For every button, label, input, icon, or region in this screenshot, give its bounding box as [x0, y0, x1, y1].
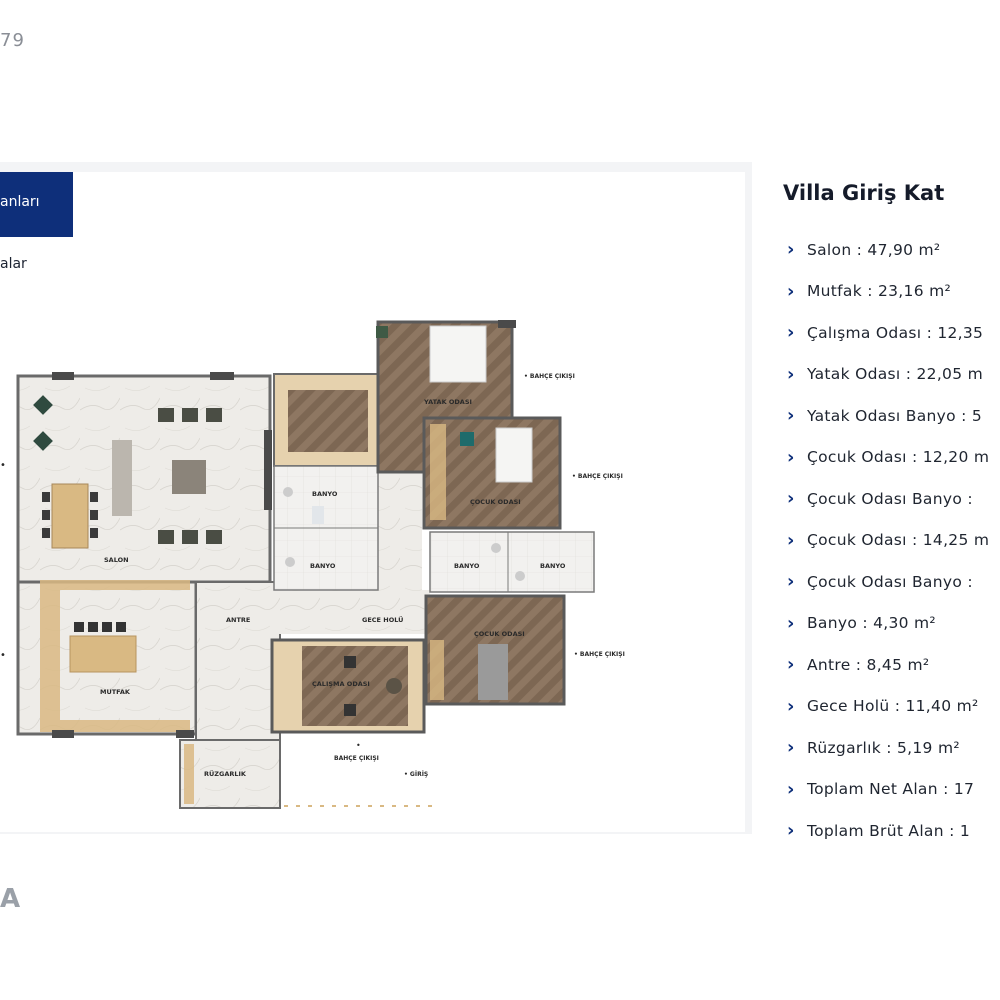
room-area-list: › Salon : 47,90 m² › Mutfak : 23,16 m² › Ça… [787, 229, 1000, 852]
list-item: › Çocuk Odası Banyo : [787, 478, 1000, 520]
label-banyo-2: BANYO [310, 562, 336, 570]
chevron-right-icon: › [787, 820, 795, 842]
label-bahce-cikisi-1: • BAHÇE ÇIKIŞI [524, 373, 575, 380]
list-item: › Çocuk Odası : 12,20 m [787, 437, 1000, 479]
chevron-right-icon: › [787, 363, 795, 385]
label-yatak-odasi: YATAK ODASI [423, 398, 472, 406]
chevron-right-icon: › [787, 695, 795, 717]
list-item: › Toplam Net Alan : 17 [787, 769, 1000, 811]
chevron-right-icon: › [787, 529, 795, 551]
svg-text:•: • [0, 460, 6, 471]
salon-area [16, 374, 272, 584]
chevron-right-icon: › [787, 612, 795, 634]
room-area-text: Toplam Net Alan : 17 [807, 780, 975, 799]
floor-plans-tab[interactable]: anları [0, 172, 73, 237]
page-number-fragment: 79 [0, 30, 25, 51]
chevron-right-icon: › [787, 488, 795, 510]
cocuk-odasi-1 [422, 416, 562, 530]
label-gece-holu: GECE HOLÜ [362, 615, 403, 624]
footer-word-fragment: A [0, 884, 21, 914]
label-banyo-4: BANYO [540, 562, 566, 570]
list-item: › Gece Holü : 11,40 m² [787, 686, 1000, 728]
label-salon: SALON [104, 556, 129, 564]
list-item: › Çocuk Odası : 14,25 m [787, 520, 1000, 562]
room-area-text: Yatak Odası : 22,05 m [807, 365, 984, 384]
chevron-right-icon: › [787, 654, 795, 676]
list-item: › Çocuk Odası Banyo : [787, 561, 1000, 603]
label-banyo-3: BANYO [454, 562, 480, 570]
chevron-right-icon: › [787, 322, 795, 344]
room-info-card [752, 162, 1000, 834]
list-item: › Yatak Odası Banyo : 5 [787, 395, 1000, 437]
villa-floor-title: Villa Giriş Kat [783, 181, 945, 205]
svg-text:•: • [356, 741, 361, 750]
label-antre: ANTRE [226, 616, 250, 624]
sub-tab-label[interactable]: alar [0, 256, 27, 272]
room-area-text: Çocuk Odası Banyo : [807, 572, 973, 591]
svg-text:•: • [0, 650, 6, 661]
room-area-text: Yatak Odası Banyo : 5 [807, 406, 983, 425]
list-item: › Yatak Odası : 22,05 m [787, 354, 1000, 396]
room-area-text: Çocuk Odası : 14,25 m [807, 531, 990, 550]
label-calisma-odasi: ÇALIŞMA ODASI [312, 680, 370, 688]
room-area-text: Salon : 47,90 m² [807, 240, 941, 259]
gece-holu-area [270, 590, 430, 634]
label-cocuk-odasi-1: ÇOCUK ODASI [470, 498, 521, 506]
label-ruzgarlik: RÜZGARLIK [204, 769, 247, 778]
room-area-text: Toplam Brüt Alan : 1 [807, 821, 970, 840]
list-item: › Banyo : 4,30 m² [787, 603, 1000, 645]
room-area-text: Banyo : 4,30 m² [807, 614, 936, 633]
label-giris: • GİRİŞ [404, 771, 428, 778]
label-cocuk-odasi-2: ÇOCUK ODASI [474, 630, 525, 638]
room-area-text: Çalışma Odası : 12,35 [807, 323, 984, 342]
label-bahce-cikisi-4: BAHÇE ÇIKIŞI [334, 755, 379, 762]
room-area-text: Çocuk Odası Banyo : [807, 489, 973, 508]
chevron-right-icon: › [787, 737, 795, 759]
room-area-text: Mutfak : 23,16 m² [807, 282, 951, 301]
list-item: › Salon : 47,90 m² [787, 229, 1000, 271]
list-item: › Antre : 8,45 m² [787, 644, 1000, 686]
chevron-right-icon: › [787, 280, 795, 302]
chevron-right-icon: › [787, 571, 795, 593]
chevron-right-icon: › [787, 446, 795, 468]
room-area-text: Antre : 8,45 m² [807, 655, 930, 674]
chevron-right-icon: › [787, 405, 795, 427]
chevron-right-icon: › [787, 778, 795, 800]
room-area-text: Gece Holü : 11,40 m² [807, 697, 979, 716]
room-area-text: Rüzgarlık : 5,19 m² [807, 738, 960, 757]
list-item: › Mutfak : 23,16 m² [787, 271, 1000, 313]
ruzgarlik [179, 739, 281, 809]
list-item: › Toplam Brüt Alan : 1 [787, 810, 1000, 852]
list-item: › Çalışma Odası : 12,35 [787, 312, 1000, 354]
antre-area [195, 581, 281, 741]
list-item: › Rüzgarlık : 5,19 m² [787, 727, 1000, 769]
banyo-block-right [429, 531, 595, 593]
label-banyo-1: BANYO [312, 490, 338, 498]
room-area-text: Çocuk Odası : 12,20 m [807, 448, 990, 467]
floor-plan-image: SALON MUTFAK YATAK ODASI ÇOCUK ODASI ÇOC… [0, 300, 660, 820]
label-mutfak: MUTFAK [100, 688, 131, 696]
chevron-right-icon: › [787, 239, 795, 261]
label-bahce-cikisi-2: • BAHÇE ÇIKIŞI [572, 473, 623, 480]
label-bahce-cikisi-3: • BAHÇE ÇIKIŞI [574, 651, 625, 658]
